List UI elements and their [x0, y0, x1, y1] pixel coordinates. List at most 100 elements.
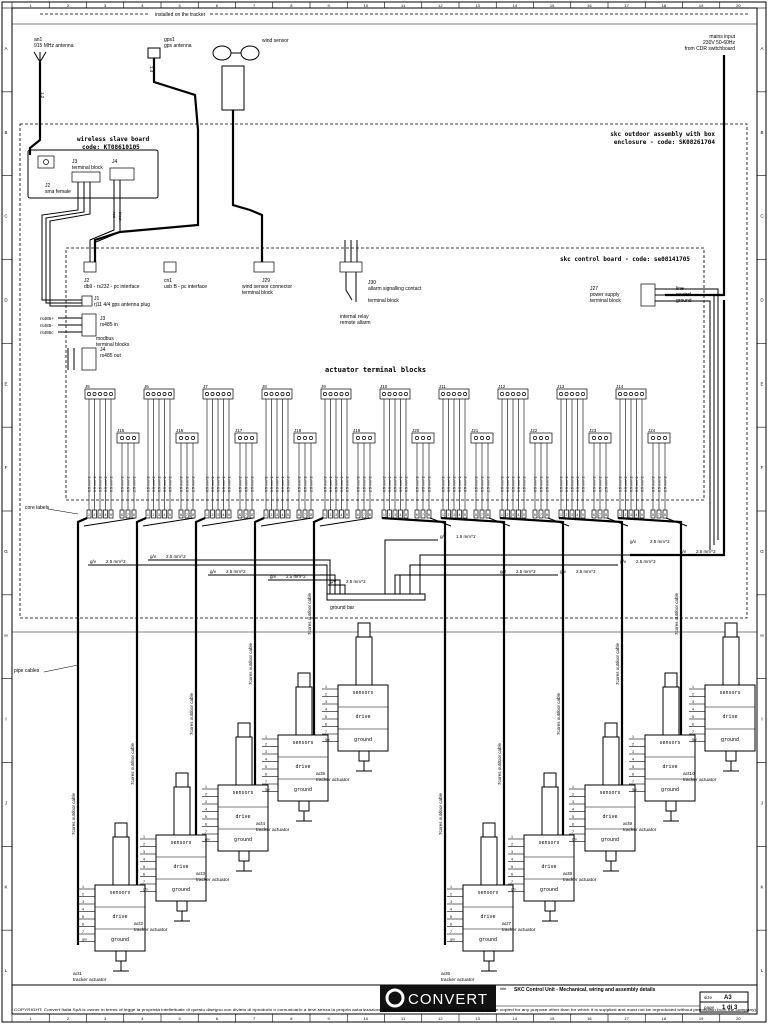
- wire-size-label: 0.5 mm^2: [652, 476, 656, 492]
- actuator-pin-number: 3: [450, 900, 452, 904]
- core-number: 8: [664, 513, 666, 517]
- wire-size-label: 2.5 mm^2: [487, 476, 491, 492]
- actuator-desc: tracker actuator: [196, 877, 230, 883]
- actuator-ground: ground: [721, 737, 739, 743]
- actuator-pin-number: 7: [572, 830, 574, 834]
- col-number: 4: [141, 3, 144, 8]
- control-board-title: skc control board - code: se08141705: [560, 256, 690, 263]
- wire-size-label: 2.5 mm^2: [650, 539, 670, 544]
- row-letter: I: [761, 717, 762, 722]
- tracker-actuator: sensorsdriveground1234567g/vact8tracker …: [563, 722, 636, 883]
- col-number: 9: [328, 1016, 331, 1021]
- outdoor-cable-label: 7cores outdoor cable: [556, 692, 561, 735]
- core-number: 4: [341, 513, 343, 517]
- core-number: 6: [652, 513, 654, 517]
- core-number: 7: [481, 513, 483, 517]
- actuator-housing: [217, 784, 269, 852]
- actuator-cylinder-icon: [112, 836, 130, 886]
- actuator-pin-number: 1: [450, 885, 452, 889]
- actuator-pin-number: g/v: [143, 888, 148, 892]
- col-number: 20: [736, 3, 741, 8]
- tracker-actuator: sensorsdriveground1234567g/vact6tracker …: [441, 822, 514, 983]
- actuator-pin-number: 1: [572, 785, 574, 789]
- row-letter: H: [4, 633, 7, 638]
- cb-j27: J27: [590, 286, 598, 292]
- actuator-blocks-title: actuator terminal blocks: [325, 366, 426, 374]
- wire-size-label: 0.5 mm^2: [287, 476, 291, 492]
- wire-size-label: 0.5 mm^2: [329, 476, 333, 492]
- ground-bar-label: ground bar: [330, 605, 355, 611]
- wire-size-label: 0.5 mm^2: [363, 476, 367, 492]
- actuator-pin-number: 1: [143, 835, 145, 839]
- mains-l3: from CDR switchboard: [685, 46, 736, 52]
- core-number: 7: [245, 513, 247, 517]
- tracker-actuator: sensorsdriveground1234567g/vact3tracker …: [196, 722, 269, 883]
- actuator-pin-number: 2: [632, 743, 634, 747]
- core-number: 6: [534, 513, 536, 517]
- actuator-pin-number: 1: [692, 685, 694, 689]
- mains-l1: mains input: [709, 34, 735, 40]
- outdoor-cable-label: 7cores outdoor cable: [497, 742, 502, 785]
- actuator-housing: [155, 834, 207, 902]
- cb-relay2: remote allarm: [340, 320, 371, 326]
- actuator-pin-number: 4: [82, 908, 84, 912]
- actuator-pin-number: 3: [632, 750, 634, 754]
- row-letter: K: [760, 884, 763, 889]
- page-number: 1 di 3: [722, 1005, 738, 1011]
- wind-cup-right-icon: [240, 45, 260, 61]
- row-letter: G: [4, 549, 8, 554]
- core-number: 4: [459, 513, 461, 517]
- col-number: 15: [550, 3, 555, 8]
- wireless-slave-board: wireless slave board code: KT08610105 J3…: [27, 136, 159, 307]
- page-label: page: [704, 1005, 715, 1010]
- actuator-ground: ground: [540, 887, 558, 893]
- actuator-ground: ground: [601, 837, 619, 843]
- core-labels-label: core labels: [25, 505, 50, 511]
- cb-j30-desc1: allarm signalling contact: [368, 286, 422, 292]
- core-number: 6: [180, 513, 182, 517]
- wire-size-label: 2.5 mm^2: [106, 559, 126, 564]
- core-number: 5: [169, 513, 171, 517]
- core-number: 1: [501, 513, 503, 517]
- core-number: 2: [389, 513, 391, 517]
- wire-size-label: 2.5 mm^2: [192, 476, 196, 492]
- actuator-housing: [277, 734, 329, 802]
- outdoor-cable-label: 7cores outdoor cable: [130, 742, 135, 785]
- col-number: 20: [736, 1016, 741, 1021]
- wire-size-label: 0.5 mm^2: [560, 476, 564, 492]
- actuator-pin-number: g/v: [632, 788, 637, 792]
- actuator-drive: drive: [173, 864, 188, 870]
- actuator-sensors: sensors: [292, 740, 313, 746]
- actuator-pin-number: 1: [205, 785, 207, 789]
- actuator-housing: [704, 684, 756, 752]
- gps-desc: gps antenna: [164, 43, 192, 49]
- core-number: 4: [164, 513, 166, 517]
- wire-size-label: 2.5 mm^2: [605, 476, 609, 492]
- col-number: 13: [475, 1016, 480, 1021]
- actuator-cylinder-icon: [662, 686, 680, 736]
- wire-size-label: 0.5 mm^2: [186, 476, 190, 492]
- gv-label: g/v: [90, 559, 97, 564]
- cb-j29-desc2: terminal block: [242, 290, 273, 296]
- wire-size-label: 0.5 mm^2: [265, 476, 269, 492]
- core-number: 8: [192, 513, 194, 517]
- actuator-pin-number: 2: [82, 893, 84, 897]
- core-number: 6: [475, 513, 477, 517]
- actuator-pin-number: 3: [205, 800, 207, 804]
- actuator-pin-number: 7: [511, 880, 513, 884]
- actuator-ground: ground: [354, 737, 372, 743]
- actuator-drive: drive: [480, 914, 495, 920]
- core-number: 8: [310, 513, 312, 517]
- col-number: 1: [30, 3, 33, 8]
- core-number: 7: [540, 513, 542, 517]
- wire-size-label: 1.5 mm^2: [456, 534, 476, 539]
- cb-j3: J3: [100, 316, 106, 322]
- wire-size-label: 0.5 mm^2: [340, 476, 344, 492]
- skc-control-board: skc control board - code: se08141705 J2 …: [40, 240, 719, 550]
- wire-size-label: 0.5 mm^2: [442, 476, 446, 492]
- outdoor-cable-label: 7cores outdoor cable: [438, 792, 443, 835]
- core-number: 3: [394, 513, 396, 517]
- core-number: 7: [422, 513, 424, 517]
